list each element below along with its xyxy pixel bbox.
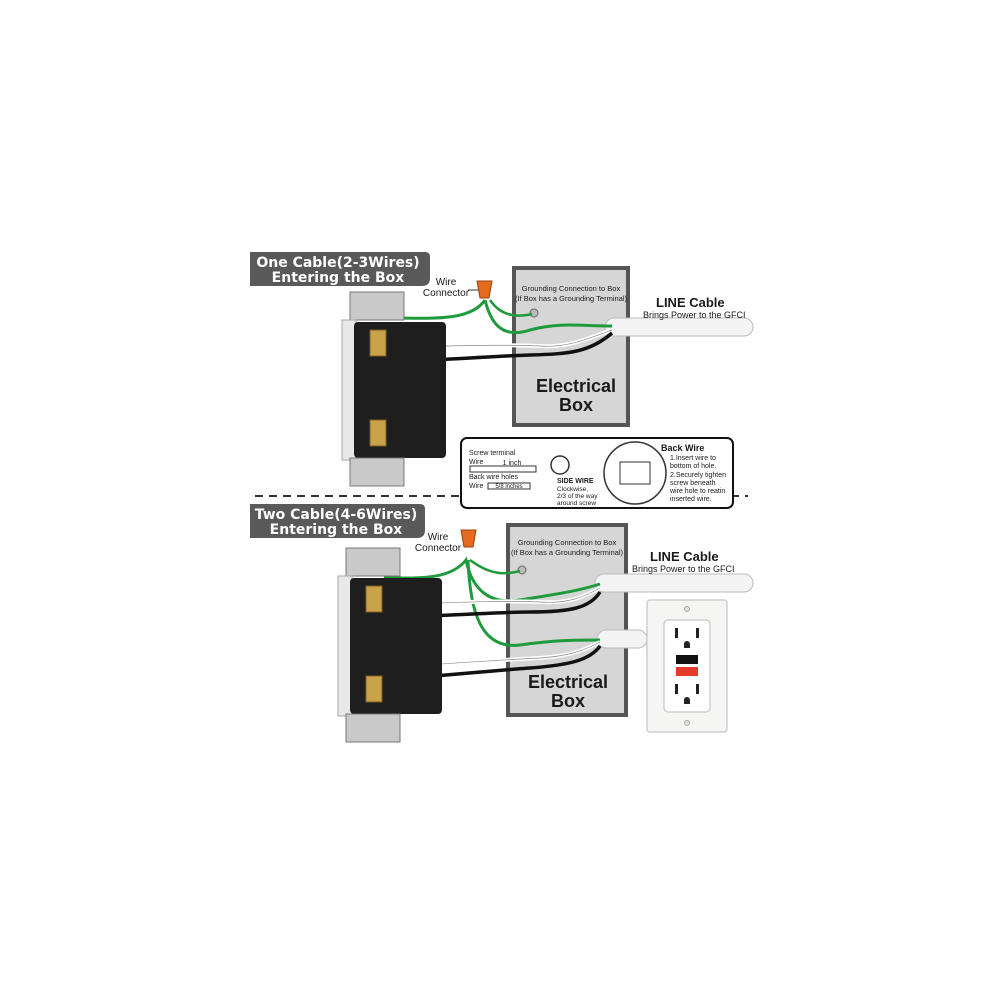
section-one-line-cable-subtitle: Brings Power to the GFCI — [643, 310, 746, 320]
side-wire-line2: 2/3 of the way — [557, 493, 598, 500]
back-wire-step1b: bottom of hole. — [670, 463, 716, 470]
side-wire-title: SIDE WIRE — [557, 478, 594, 485]
section-two-wire-connector-label-line2: Connector — [415, 543, 462, 554]
outlet-slot-top-left — [675, 628, 678, 638]
back-wire-detail-terminal — [619, 461, 651, 485]
section-two-terminal-top — [365, 585, 383, 613]
gfci-test-button[interactable] — [676, 655, 698, 664]
section-two-header-line1: Two Cable(4-6Wires) — [255, 507, 418, 523]
side-wire-line3: around screw — [557, 500, 596, 507]
five-eighths-label: 5/8 inches — [495, 484, 522, 490]
outlet-slot-top-right — [696, 628, 699, 638]
section-two-line-cable-subtitle: Brings Power to the GFCI — [632, 564, 735, 574]
section-one-wire-connector-label-line1: Wire — [436, 277, 457, 288]
instructions-frame — [460, 437, 734, 509]
section-two-grounding-label-line1: Grounding Connection to Box — [518, 538, 617, 547]
section-one-box-label-line1: Electrical — [536, 376, 616, 396]
section-two-ground-wire-b — [466, 559, 601, 647]
section-one-mounting-strap-top — [349, 291, 405, 321]
section-two-line-cable — [594, 573, 754, 593]
section-two-ground-to-screw — [469, 558, 521, 575]
section-two-mounting-strap-top — [345, 547, 401, 577]
back-wire-step2d: inserted wire. — [670, 496, 712, 503]
side-wire-screw-icon — [550, 455, 570, 475]
section-two-receptacle-body — [350, 578, 442, 714]
section-two-gfci-receptacle — [337, 547, 442, 743]
section-two-load-cable — [596, 629, 648, 649]
section-one-terminal-bottom — [369, 419, 387, 447]
back-wire-detail-icon — [603, 441, 667, 505]
section-one-grounding-label-line2: (If Box has a Grounding Terminal) — [515, 294, 628, 303]
screw-terminal-label-line1: Screw terminal — [469, 450, 516, 457]
section-one-header-line2: Entering the Box — [272, 270, 405, 286]
section-one-ground-to-screw — [488, 299, 533, 317]
section-two-header-banner — [250, 504, 425, 538]
outlet-plate-screw-bottom — [684, 720, 690, 726]
back-wire-title: Back Wire — [661, 443, 704, 453]
section-one-line-cable-title: LINE Cable — [656, 295, 725, 310]
section-one-grounding-label-line1: Grounding Connection to Box — [522, 284, 621, 293]
section-two-header-line2: Entering the Box — [270, 522, 403, 538]
section-two-faceplate-side — [337, 575, 353, 717]
back-wire-holes-label-line2: Wire — [469, 483, 483, 490]
section-one: One Cable(2-3Wires) Entering the Box Wir… — [250, 252, 754, 487]
section-one-box-label-line2: Box — [559, 395, 593, 415]
one-inch-label: 1 inch — [503, 460, 522, 467]
back-wire-strip-gauge — [487, 482, 531, 490]
section-two-mounting-strap-bottom — [345, 713, 401, 743]
section-one-faceplate-side — [341, 319, 357, 461]
section-one-terminal-top — [369, 329, 387, 357]
outlet-slot-bottom-right — [696, 684, 699, 694]
back-wire-step2c: wire hole to reatin — [669, 488, 725, 495]
instructions-panel: Screw terminal Wire 1 inch Back wire hol… — [460, 437, 734, 509]
section-two-wire-connector-label-line1: Wire — [428, 532, 449, 543]
outlet-slot-bottom-left — [675, 684, 678, 694]
section-one-mounting-strap-bottom — [349, 457, 405, 487]
section-two-grounding-label-line2: (If Box has a Grounding Terminal) — [511, 548, 624, 557]
back-wire-step1a: 1.Insert wire to — [670, 455, 716, 462]
section-two-ground-wire-a — [383, 556, 601, 603]
section-two-electrical-box — [506, 523, 628, 717]
screw-terminal-strip-gauge — [469, 465, 537, 473]
outlet-ground-top — [684, 641, 690, 648]
section-two-box-label-line2: Box — [551, 691, 585, 711]
screw-terminal-label-line2: Wire — [469, 459, 483, 466]
gfci-reset-button[interactable] — [676, 667, 698, 676]
section-one-receptacle-body — [354, 322, 446, 458]
side-wire-line1: Clockwise, — [557, 486, 588, 493]
section-two-line-cable-title: LINE Cable — [650, 549, 719, 564]
section-one-line-cable — [604, 317, 754, 337]
section-one-gfci-receptacle — [341, 291, 446, 487]
gfci-outlet-front-view — [646, 599, 728, 733]
section-one-header-banner — [250, 252, 430, 286]
section-two-box-label-line1: Electrical — [528, 672, 608, 692]
section-two-wire-connector — [460, 529, 477, 548]
outlet-ground-bottom — [684, 697, 690, 704]
section-two-terminal-bottom — [365, 675, 383, 703]
outlet-plate-screw-top — [684, 606, 690, 612]
section-two: Two Cable(4-6Wires) Entering the Box Wir… — [250, 504, 754, 743]
back-wire-step2a: 2.Securely tighten — [670, 472, 726, 479]
section-one-wire-connector — [476, 280, 493, 299]
back-wire-step2b: screw beneath — [670, 480, 716, 487]
back-wire-holes-label-line1: Back wire holes — [469, 474, 519, 481]
section-one-header-line1: One Cable(2-3Wires) — [256, 255, 419, 271]
section-one-wire-connector-label-line2: Connector — [423, 288, 470, 299]
